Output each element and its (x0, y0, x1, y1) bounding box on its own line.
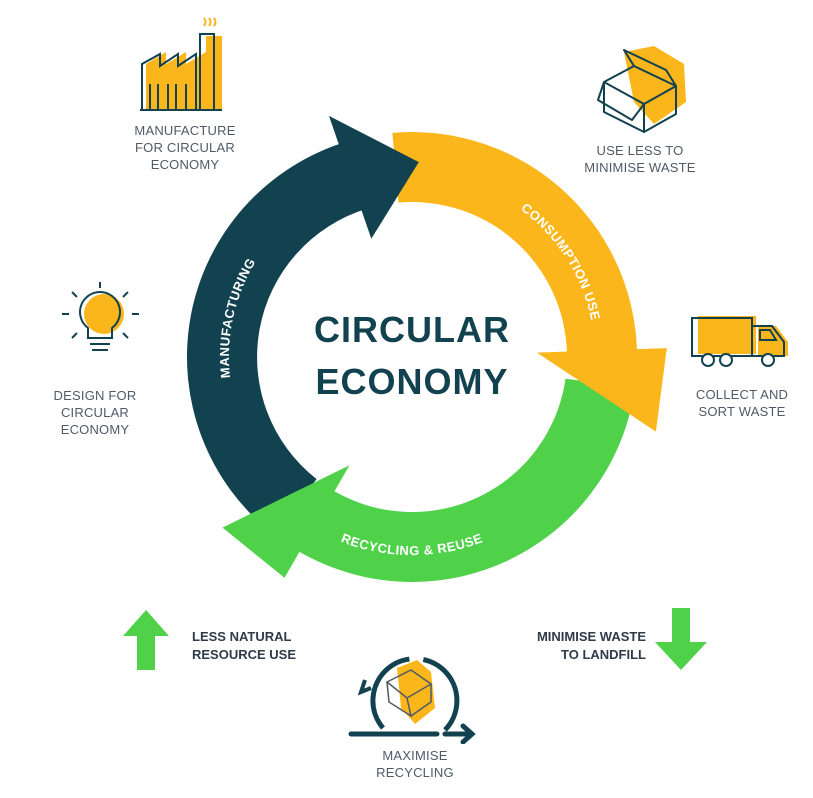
label-line: RECYCLING (376, 765, 454, 780)
consumption-arrowhead (536, 348, 667, 432)
label-line: DESIGN FOR (53, 388, 137, 403)
label-line: COLLECT AND (695, 387, 789, 402)
maximise-label: MAXIMISE RECYCLING (340, 747, 490, 781)
recycle-box-icon (348, 656, 476, 744)
recycling-arc (286, 378, 635, 582)
box-icon (597, 46, 686, 133)
consumption-arc (392, 132, 638, 365)
recycling-arrowhead (222, 465, 350, 578)
label-line: ECONOMY (60, 422, 130, 437)
label-line: ECONOMY (150, 157, 220, 172)
title-line-1: CIRCULAR (314, 309, 510, 350)
label-line: MINIMISE WASTE (536, 629, 646, 644)
design-label: DESIGN FOR CIRCULAR ECONOMY (20, 387, 170, 438)
label-line: FOR CIRCULAR (135, 140, 235, 155)
label-line: CIRCULAR (60, 405, 130, 420)
lightbulb-icon (62, 282, 139, 351)
label-line: RESOURCE USE (192, 647, 297, 662)
label-line: USE LESS TO (596, 143, 684, 158)
manufacturing-arc (186, 141, 367, 535)
minimise-landfill-label: MINIMISE WASTE TO LANDFILL (486, 628, 646, 664)
use-less-label: USE LESS TO MINIMISE WASTE (565, 142, 715, 176)
title-line-2: ECONOMY (315, 361, 509, 402)
label-line: TO LANDFILL (561, 647, 646, 662)
collect-label: COLLECT AND SORT WASTE (667, 386, 813, 420)
label-line: MAXIMISE (382, 748, 448, 763)
arrow-up-icon (123, 610, 169, 670)
label-line: MANUFACTURE (134, 123, 236, 138)
label-line: LESS NATURAL (192, 629, 292, 644)
truck-icon (691, 316, 788, 367)
factory-icon (140, 17, 222, 111)
less-resource-label: LESS NATURAL RESOURCE USE (192, 628, 352, 664)
manufacturing-arrowhead (329, 115, 419, 239)
label-line: MINIMISE WASTE (584, 160, 696, 175)
manufacture-label: MANUFACTURE FOR CIRCULAR ECONOMY (110, 122, 260, 173)
arrow-down-icon (655, 608, 707, 670)
label-line: SORT WASTE (698, 404, 786, 419)
